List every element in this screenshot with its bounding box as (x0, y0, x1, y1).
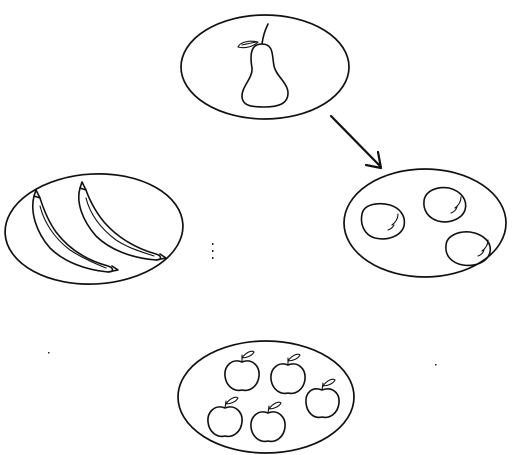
lemon-icon (423, 186, 467, 223)
plate-pear (180, 14, 350, 120)
pear-icon (237, 23, 289, 108)
apple-icon (305, 378, 340, 419)
plate-lemons (343, 168, 507, 278)
plate-ellipse (343, 168, 507, 278)
arrow-pear-to-lemons (329, 114, 383, 170)
apple-icon (224, 350, 260, 392)
plate-ellipse (177, 340, 355, 454)
plate-ellipse (180, 14, 350, 120)
apple-icon (250, 401, 286, 443)
plate-bananas (4, 173, 184, 285)
lemon-icon (360, 202, 406, 240)
apple-icon (207, 396, 243, 438)
scan-specks (48, 243, 437, 366)
banana-icon (32, 189, 119, 273)
apple-icon (270, 353, 306, 395)
lemon-icon (445, 231, 492, 267)
plate-ellipse (4, 173, 184, 285)
plate-apples (177, 340, 355, 454)
banana-icon (78, 181, 167, 261)
